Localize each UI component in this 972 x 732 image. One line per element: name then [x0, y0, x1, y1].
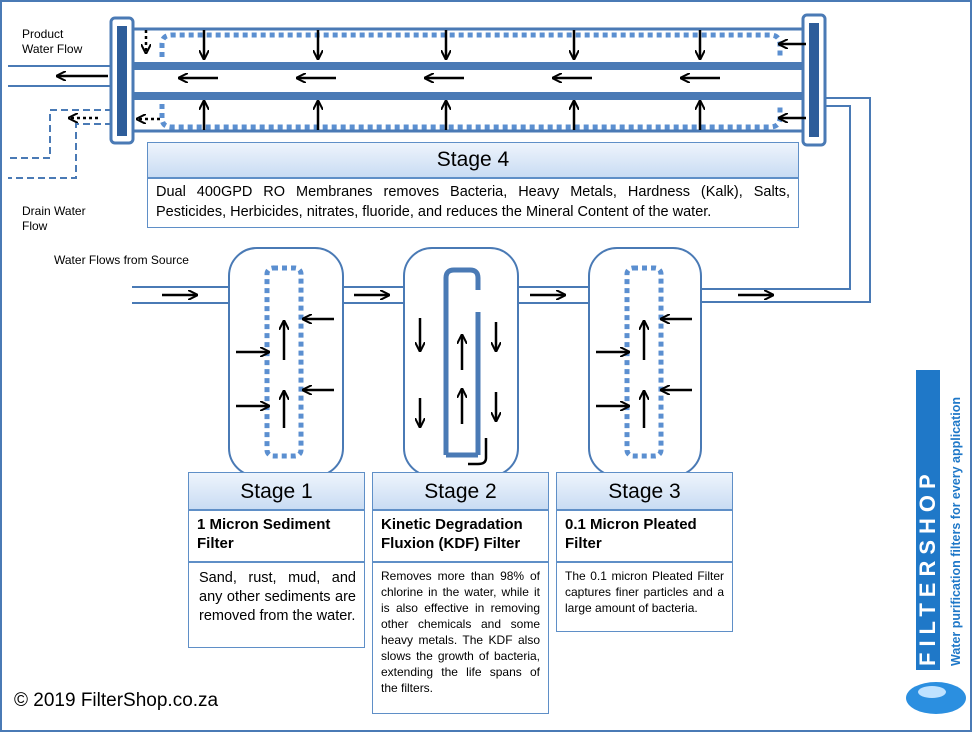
stage2-title: Stage 2 — [372, 472, 549, 510]
logo-graphic: FILTERSHOP Water purification filters fo… — [906, 370, 966, 714]
stage3-description: The 0.1 micron Pleated Filter captures f… — [556, 562, 733, 632]
product-output-pipe — [8, 65, 112, 87]
source-flow-label: Water Flows from Source — [54, 253, 189, 267]
flow-arrows — [58, 30, 806, 428]
stage4-description: Dual 400GPD RO Membranes removes Bacteri… — [147, 178, 799, 228]
filtershop-logo: FILTERSHOP Water purification filters fo… — [902, 370, 970, 720]
brand-tagline: Water purification filters for every app… — [949, 397, 963, 666]
copyright-text: © 2019 FilterShop.co.za — [14, 690, 219, 711]
product-water-flow-label: Product Water Flow — [22, 27, 83, 56]
ro-feed-pipe — [700, 97, 871, 303]
stage3-subtitle: 0.1 Micron Pleated Filter — [556, 510, 733, 562]
pleated-cartridge — [624, 265, 664, 459]
stage1-title: Stage 1 — [188, 472, 365, 510]
brand-name: FILTERSHOP — [915, 468, 940, 666]
filter-housings — [228, 247, 702, 477]
stage1-description: Sand, rust, mud, and any other sediments… — [188, 562, 365, 648]
kdf-tube — [443, 267, 481, 458]
drain-water-flow-label: Drain Water Flow — [22, 204, 86, 233]
stage1-subtitle: 1 Micron Sediment Filter — [188, 510, 365, 562]
inlet-pipes — [132, 286, 590, 304]
stage2-description: Removes more than 98% of chlorine in the… — [372, 562, 549, 714]
ro-membrane-dots — [159, 32, 783, 130]
stage2-subtitle: Kinetic Degradation Fluxion (KDF) Filter — [372, 510, 549, 562]
kdf-outlet-arrow — [468, 438, 488, 466]
stage3-title: Stage 3 — [556, 472, 733, 510]
sediment-cartridge — [264, 265, 304, 459]
stage4-title: Stage 4 — [147, 142, 799, 178]
ro-membrane-housing — [109, 13, 827, 147]
drain-pipe — [8, 109, 112, 179]
